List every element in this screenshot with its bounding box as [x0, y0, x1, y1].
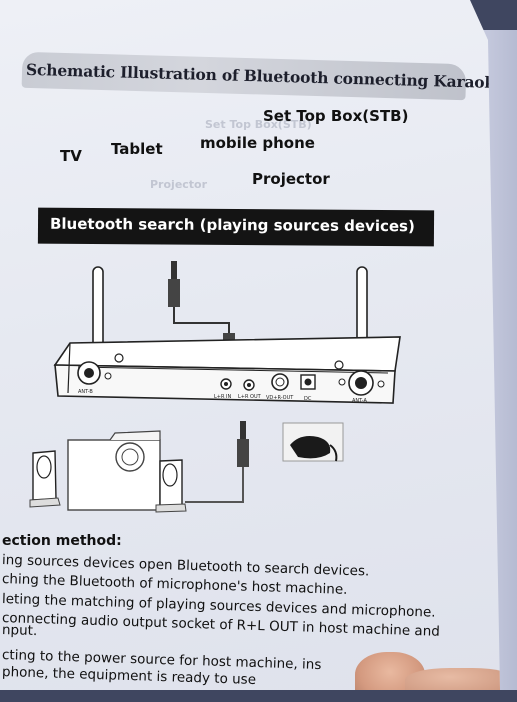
label-ant-a: ANT-A [352, 398, 367, 404]
label-lr-in: L+R IN [214, 394, 232, 400]
top-plug-tip [171, 261, 177, 279]
device-label-mobile: mobile phone [200, 134, 315, 152]
finger-2 [405, 668, 500, 690]
bottom-plug-body [237, 439, 249, 467]
device-label-tv: TV [60, 147, 82, 165]
power-adapter [290, 436, 331, 459]
label-vd-r-out: VD+R-OUT [266, 395, 294, 401]
label-dc: DC [304, 396, 312, 402]
bluetooth-banner-text: Bluetooth search (playing sources device… [49, 214, 415, 236]
top-plug-body [168, 279, 180, 307]
bottom-plug-tip [240, 421, 246, 439]
subwoofer [67, 439, 161, 511]
connection-diagram: ANT-B L+R IN L+R OUT VD+R-OUT DC ANT-A [29, 261, 401, 513]
bleed-through-text: Set Top Box(STB) [205, 118, 312, 131]
speaker-cable [185, 467, 244, 503]
instruction-line: nput. [1, 622, 38, 640]
label-lr-out: L+R OUT [238, 394, 262, 400]
device-label-tablet: Tablet [111, 140, 163, 158]
device-label-stb: Set Top Box(STB) [263, 107, 409, 125]
bleed-through-text-2: Projector [150, 178, 208, 191]
label-ant-b: ANT-B [78, 389, 93, 395]
connection-heading: ection method: [2, 533, 122, 549]
device-label-projector: Projector [252, 170, 330, 188]
top-cable [173, 307, 230, 333]
